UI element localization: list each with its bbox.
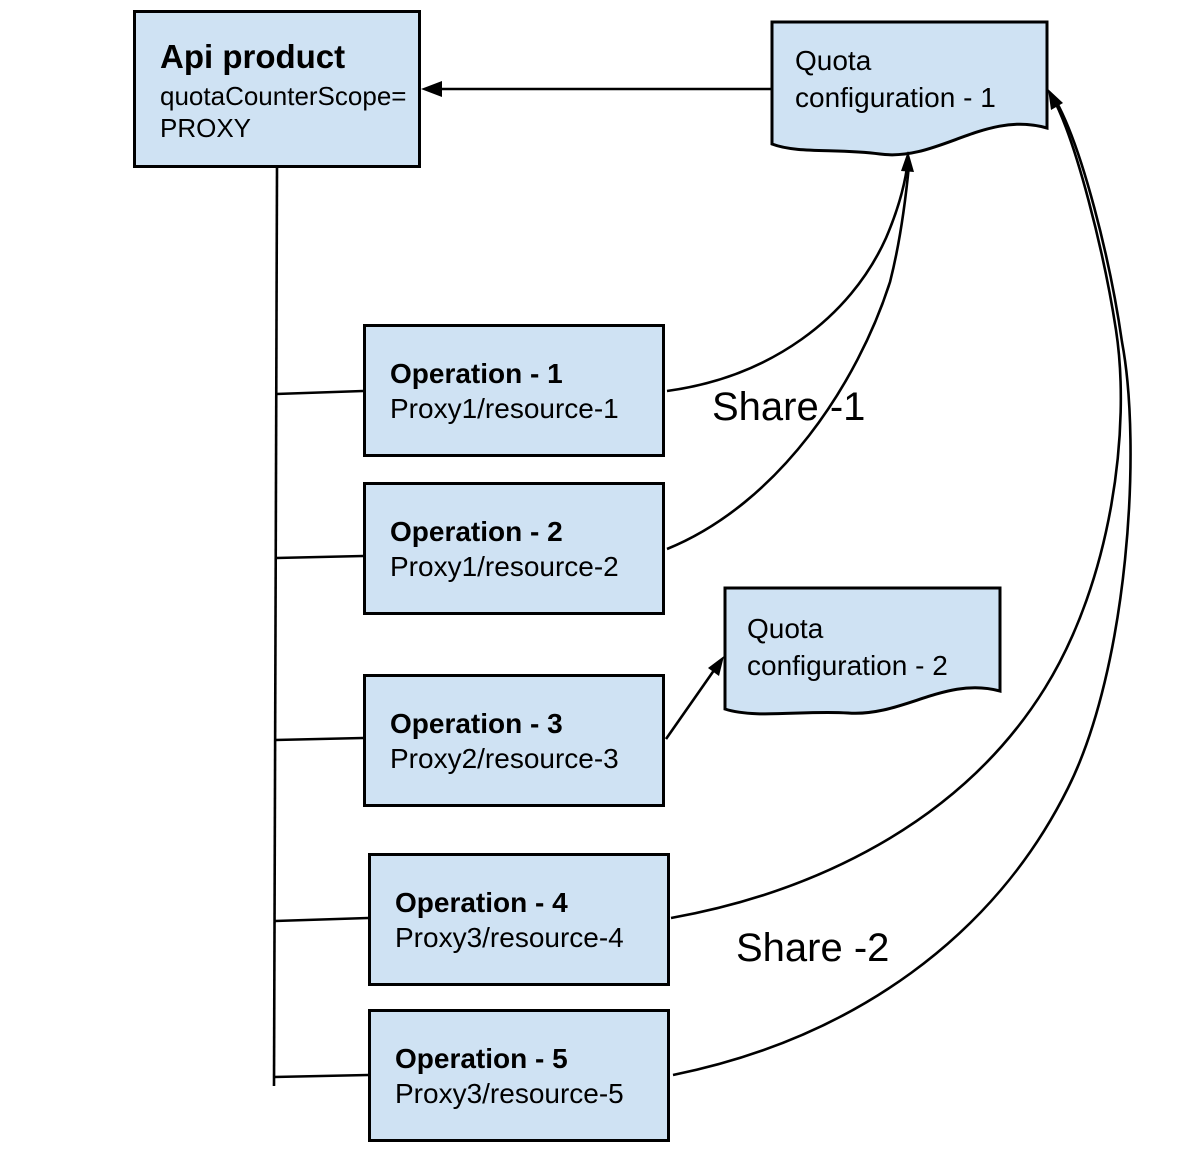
arrowhead-into-quota1-right xyxy=(1048,89,1063,110)
branch-line-op2 xyxy=(275,554,364,560)
operation-2-resource: Proxy1/resource-2 xyxy=(390,550,619,582)
api-product-title: Api product xyxy=(160,38,346,75)
branch-line-op3 xyxy=(274,736,364,742)
branch-line-op1 xyxy=(275,389,364,396)
share-1-curve-op2 xyxy=(666,164,911,551)
arrowhead-into-api-product xyxy=(421,81,442,97)
trunk-line xyxy=(272,167,279,1087)
api-product-attribute-line1: quotaCounterScope= xyxy=(160,81,407,111)
api-product-box: Api product quotaCounterScope= PROXY xyxy=(133,10,421,168)
operation-4-title: Operation - 4 xyxy=(395,886,568,918)
operation-1-title: Operation - 1 xyxy=(390,357,563,389)
quota-config-1-label: Quota configuration - 1 xyxy=(795,42,996,116)
operation-1-resource: Proxy1/resource-1 xyxy=(390,392,619,424)
operation-4-resource: Proxy3/resource-4 xyxy=(395,921,624,953)
quota-config-2-shape xyxy=(723,586,1002,716)
share-1-curve-op1 xyxy=(666,159,910,393)
api-product-attribute-line2: PROXY xyxy=(160,113,252,143)
arrowhead-into-quota2 xyxy=(708,656,724,676)
operation-5-resource: Proxy3/resource-5 xyxy=(395,1077,624,1109)
arrowhead-into-quota1-bottom xyxy=(901,151,914,172)
quota-config-1-label-line2: configuration - 1 xyxy=(795,82,996,113)
share-2-label: Share -2 xyxy=(736,926,890,970)
share-2-curve-op4 xyxy=(670,95,1123,920)
operation-3-box: Operation - 3 Proxy2/resource-3 xyxy=(363,674,665,807)
quota-config-2-label-line2: configuration - 2 xyxy=(747,650,948,681)
share-1-label: Share -1 xyxy=(712,385,866,429)
branch-line-op4 xyxy=(274,916,369,923)
operation-3-title: Operation - 3 xyxy=(390,707,563,739)
quota-config-1-shape xyxy=(770,20,1049,157)
operation-2-title: Operation - 2 xyxy=(390,515,563,547)
operation-5-box: Operation - 5 Proxy3/resource-5 xyxy=(368,1009,670,1142)
quota-config-2-label-line1: Quota xyxy=(747,613,824,644)
edge-op3-to-quota2 xyxy=(664,665,719,740)
operation-2-box: Operation - 2 Proxy1/resource-2 xyxy=(363,482,665,615)
quota-config-1-label-line1: Quota xyxy=(795,45,872,76)
branch-line-op5 xyxy=(273,1073,369,1079)
operation-3-resource: Proxy2/resource-3 xyxy=(390,742,619,774)
operation-1-box: Operation - 1 Proxy1/resource-1 xyxy=(363,324,665,457)
operation-4-box: Operation - 4 Proxy3/resource-4 xyxy=(368,853,670,986)
operation-5-title: Operation - 5 xyxy=(395,1042,568,1074)
quota-config-2-label: Quota configuration - 2 xyxy=(747,610,948,684)
share-2-curve-op5 xyxy=(672,100,1132,1077)
